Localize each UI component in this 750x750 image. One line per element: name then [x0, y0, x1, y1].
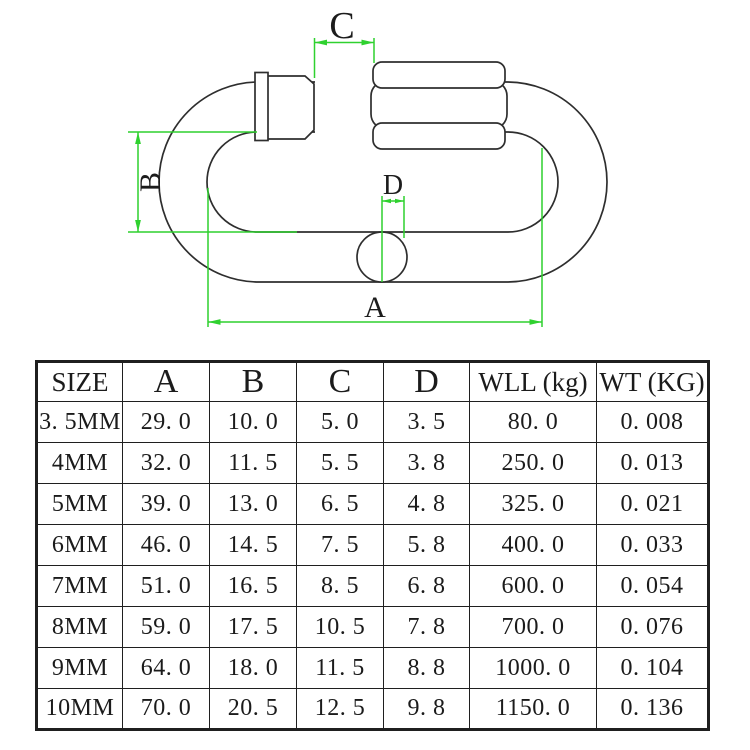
value-cell: 16. 5	[209, 565, 297, 607]
value-cell: 14. 5	[209, 524, 297, 566]
value-cell: 17. 5	[209, 606, 297, 648]
column-header-wll-kg: WLL (kg)	[469, 361, 597, 402]
value-cell: 18. 0	[209, 647, 297, 689]
value-cell: 7. 8	[383, 606, 470, 648]
value-cell: 700. 0	[469, 606, 597, 648]
value-cell: 80. 0	[469, 401, 597, 443]
size-cell: 5MM	[36, 483, 123, 525]
value-cell: 12. 5	[296, 688, 384, 730]
value-cell: 4. 8	[383, 483, 470, 525]
value-cell: 0. 013	[596, 442, 709, 484]
dim-label-b: B	[134, 172, 167, 192]
value-cell: 0. 054	[596, 565, 709, 607]
column-header-a: A	[122, 361, 210, 402]
value-cell: 39. 0	[122, 483, 210, 525]
size-cell: 8MM	[36, 606, 123, 648]
value-cell: 0. 008	[596, 401, 709, 443]
column-header-b: B	[209, 361, 297, 402]
column-header-d: D	[383, 361, 470, 402]
value-cell: 250. 0	[469, 442, 597, 484]
dimension-c: C	[313, 5, 375, 78]
dim-label-a: A	[364, 291, 386, 324]
value-cell: 64. 0	[122, 647, 210, 689]
value-cell: 46. 0	[122, 524, 210, 566]
value-cell: 5. 8	[383, 524, 470, 566]
size-cell: 10MM	[36, 688, 123, 730]
column-header-wt-kg: WT (KG)	[596, 361, 709, 402]
value-cell: 51. 0	[122, 565, 210, 607]
value-cell: 0. 104	[596, 647, 709, 689]
dimension-a: A	[207, 148, 543, 327]
value-cell: 600. 0	[469, 565, 597, 607]
quick-link-diagram: C B D A	[128, 5, 608, 327]
value-cell: 10. 0	[209, 401, 297, 443]
sleeve-nut	[370, 61, 508, 150]
value-cell: 13. 0	[209, 483, 297, 525]
size-cell: 4MM	[36, 442, 123, 484]
value-cell: 6. 5	[296, 483, 384, 525]
value-cell: 70. 0	[122, 688, 210, 730]
value-cell: 8. 8	[383, 647, 470, 689]
nut-top-band	[372, 61, 506, 89]
value-cell: 8. 5	[296, 565, 384, 607]
value-cell: 1150. 0	[469, 688, 597, 730]
value-cell: 0. 136	[596, 688, 709, 730]
screw-end-collar	[254, 71, 269, 142]
dim-label-d: D	[383, 170, 403, 201]
value-cell: 5. 5	[296, 442, 384, 484]
column-header-size: SIZE	[36, 361, 123, 402]
value-cell: 6. 8	[383, 565, 470, 607]
nut-bottom-band	[372, 122, 506, 150]
size-cell: 3. 5MM	[36, 401, 123, 443]
value-cell: 400. 0	[469, 524, 597, 566]
value-cell: 0. 021	[596, 483, 709, 525]
value-cell: 1000. 0	[469, 647, 597, 689]
value-cell: 20. 5	[209, 688, 297, 730]
value-cell: 3. 5	[383, 401, 470, 443]
size-cell: 9MM	[36, 647, 123, 689]
dimension-d: D	[381, 170, 405, 282]
dim-label-c: C	[329, 5, 354, 47]
screw-end	[254, 71, 315, 142]
value-cell: 3. 8	[383, 442, 470, 484]
value-cell: 32. 0	[122, 442, 210, 484]
value-cell: 7. 5	[296, 524, 384, 566]
value-cell: 11. 5	[209, 442, 297, 484]
value-cell: 59. 0	[122, 606, 210, 648]
value-cell: 11. 5	[296, 647, 384, 689]
column-header-c: C	[296, 361, 384, 402]
value-cell: 0. 076	[596, 606, 709, 648]
value-cell: 29. 0	[122, 401, 210, 443]
size-cell: 7MM	[36, 565, 123, 607]
value-cell: 10. 5	[296, 606, 384, 648]
value-cell: 5. 0	[296, 401, 384, 443]
value-cell: 9. 8	[383, 688, 470, 730]
size-cell: 6MM	[36, 524, 123, 566]
value-cell: 325. 0	[469, 483, 597, 525]
dimension-b: B	[128, 131, 297, 233]
value-cell: 0. 033	[596, 524, 709, 566]
